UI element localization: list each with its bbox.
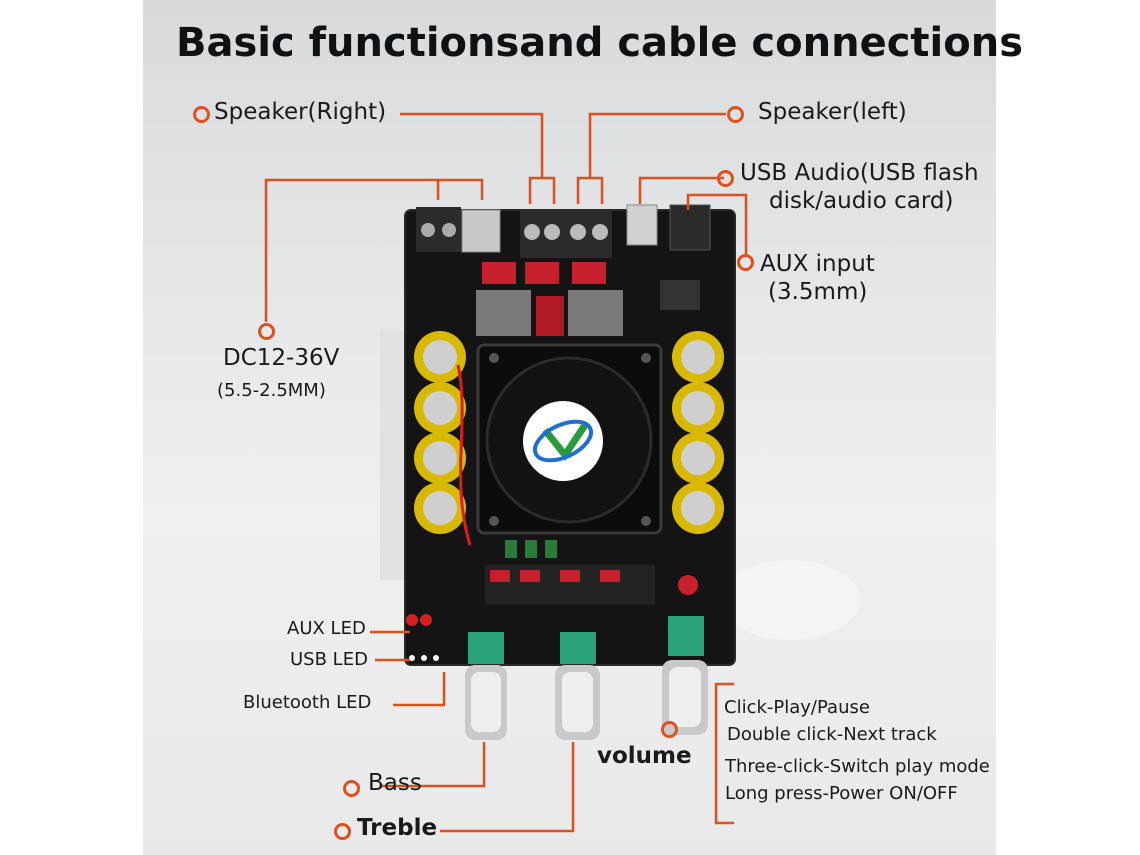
label-usb-audio-line2: disk/audio card) [769,188,954,214]
label-speaker-right: Speaker(Right) [214,99,387,125]
page-title: Basic functionsand cable connections [176,20,1024,66]
callout-dot-bass [343,780,360,797]
label-dc-power-size: (5.5-2.5MM) [217,380,326,401]
callout-dot-usb-audio [717,170,734,187]
callout-dot-speaker-right [193,106,210,123]
callout-dot-aux-input [737,254,754,271]
label-usb-led: USB LED [290,649,368,670]
label-speaker-left: Speaker(left) [758,99,907,125]
label-usb-audio-line1: USB Audio(USB flash [740,160,979,186]
label-bluetooth-led: Bluetooth LED [243,692,372,713]
callout-dot-treble [334,823,351,840]
callout-dot-dc-power [258,323,275,340]
label-aux-input: AUX input [760,251,875,277]
volume-function-long-press: Long press-Power ON/OFF [725,783,958,804]
volume-function-double-click: Double click-Next track [727,724,937,745]
label-dc-power: DC12-36V [223,345,340,371]
label-aux-led: AUX LED [287,618,366,639]
volume-function-three-click: Three-click-Switch play mode [725,756,990,777]
label-aux-input-size: (3.5mm) [768,279,868,305]
label-bass: Bass [368,770,422,796]
volume-function-click: Click-Play/Pause [724,697,870,718]
callout-dot-volume [661,721,678,738]
label-treble: Treble [357,815,438,841]
callout-dot-speaker-left [727,106,744,123]
label-volume: volume [597,743,692,769]
